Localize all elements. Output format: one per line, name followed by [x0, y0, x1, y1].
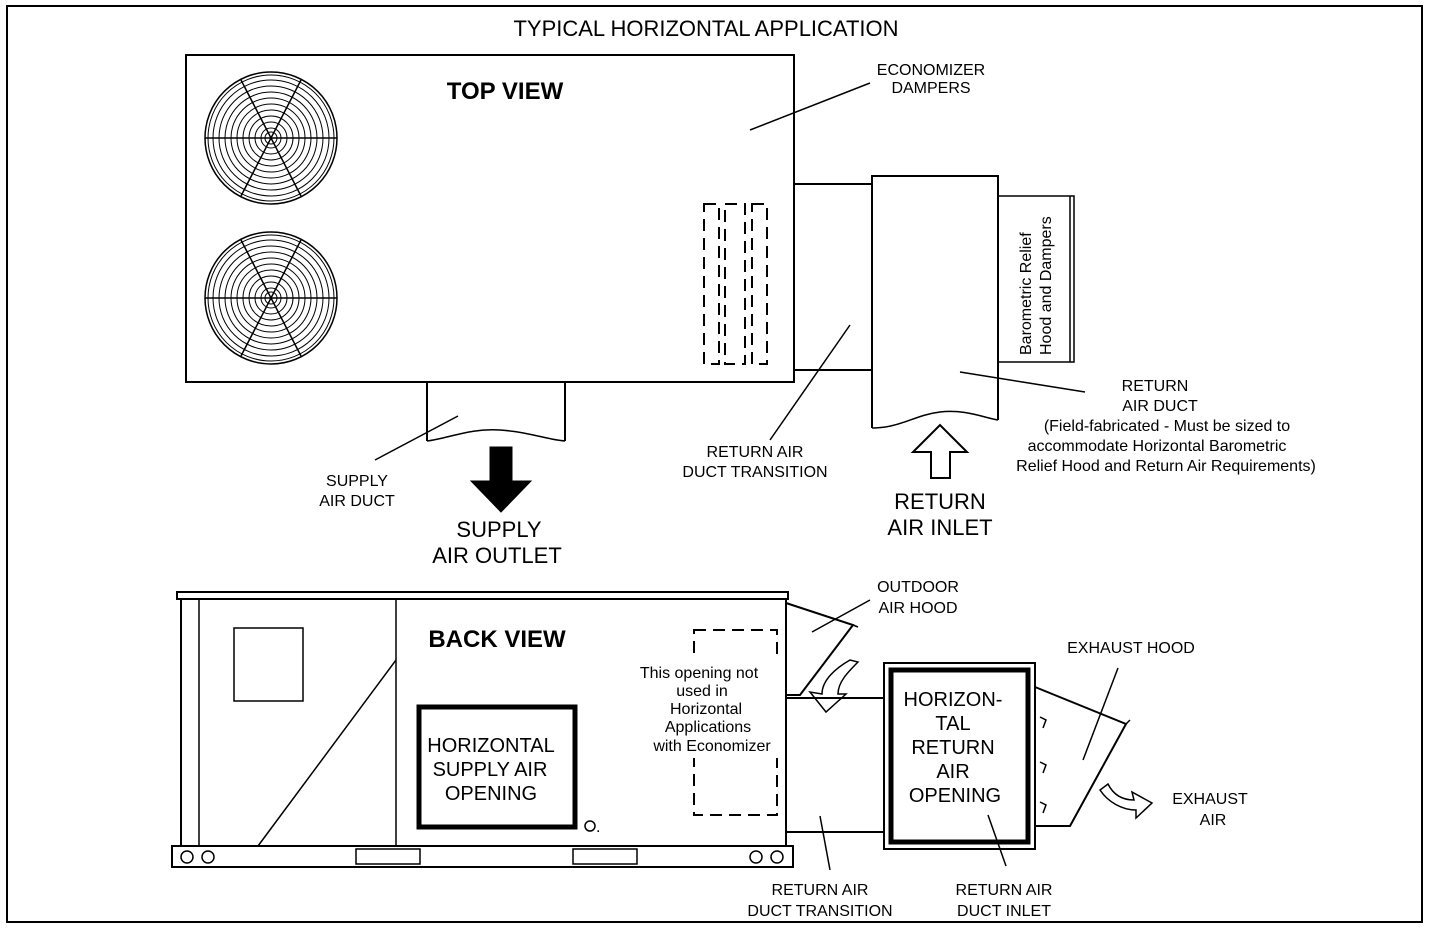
return-inlet-label-1: RETURN — [894, 489, 986, 514]
economizer-label-2: DAMPERS — [891, 80, 970, 97]
outdoor-air-hood — [785, 602, 855, 696]
return-transition-back-label-1: RETURN AIR — [772, 882, 869, 899]
supply-outlet-label-2: AIR OUTLET — [432, 543, 562, 568]
unused-opening-label-3: Horizontal — [670, 701, 742, 718]
horizontal-return-opening — [888, 667, 1031, 845]
unused-opening-label-4: Applications — [665, 719, 751, 736]
return-duct-label-5: Relief Hood and Return Air Requirements) — [1016, 458, 1316, 475]
outdoor-hood-label-2: AIR HOOD — [878, 600, 957, 617]
condenser-fan-bottom-icon — [204, 231, 338, 365]
return-opening-label-1: HORIZON- — [904, 689, 1003, 711]
return-transition-back-label-2: DUCT TRANSITION — [747, 903, 892, 920]
unused-opening-label-2: used in — [676, 683, 728, 700]
return-inlet-arrow-icon — [910, 423, 970, 479]
return-opening-label-2: TAL — [935, 713, 970, 735]
top-view: TOP VIEW ECONOMIZER DAMPERS Barometric R… — [185, 54, 1316, 568]
supply-duct-label-1: SUPPLY — [326, 473, 388, 490]
unused-opening-label-1: This opening not — [640, 665, 759, 682]
barometric-relief-hood — [997, 195, 1075, 363]
back-view-heading: BACK VIEW — [428, 626, 566, 653]
return-duct-label-1: RETURN — [1122, 378, 1189, 395]
outdoor-hood-label-1: OUTDOOR — [877, 579, 959, 596]
outdoor-air-arrow-icon — [808, 659, 860, 714]
diagram-title: TYPICAL HORIZONTAL APPLICATION — [513, 16, 898, 41]
return-opening-label-5: OPENING — [909, 785, 1001, 807]
exhaust-air-label-2: AIR — [1200, 812, 1227, 829]
exhaust-hood — [1034, 686, 1128, 827]
return-inlet-back-label-1: RETURN AIR — [956, 882, 1053, 899]
return-duct-label-4: accommodate Horizontal Barometric — [1028, 438, 1287, 455]
supply-duct-label-2: AIR DUCT — [319, 493, 395, 510]
unused-opening-label-5: with Economizer — [652, 738, 771, 755]
return-opening-frame — [883, 662, 1036, 850]
condenser-fan-top-icon — [204, 71, 338, 205]
return-inlet-back-label-2: DUCT INLET — [957, 903, 1051, 920]
top-view-unit — [185, 54, 795, 383]
return-opening-label-4: AIR — [936, 761, 969, 783]
return-duct-label-3: (Field-fabricated - Must be sized to — [1044, 418, 1290, 435]
relief-hood-label-1: Barometric Relief — [1018, 232, 1035, 355]
relief-hood-label-2: Hood and Dampers — [1038, 216, 1055, 355]
supply-opening-label-3: OPENING — [445, 783, 537, 805]
base-rail — [171, 845, 794, 868]
return-duct-label-2: AIR DUCT — [1122, 398, 1198, 415]
exhaust-air-arrow-icon — [1098, 782, 1154, 820]
frame-border — [6, 5, 1423, 923]
supply-opening-label-2: SUPPLY AIR — [433, 759, 548, 781]
horizontal-supply-opening — [416, 704, 578, 830]
return-opening-label-3: RETURN — [911, 737, 994, 759]
svg-text:.: . — [596, 819, 600, 836]
economizer-label-1: ECONOMIZER — [877, 62, 985, 79]
supply-opening-label-1: HORIZONTAL — [427, 735, 554, 757]
supply-outlet-label-1: SUPPLY — [456, 517, 542, 542]
supply-outlet-arrow-icon — [469, 446, 533, 513]
return-inlet-label-2: AIR INLET — [887, 515, 992, 540]
access-panel — [233, 627, 304, 702]
return-transition-top-label-2: DUCT TRANSITION — [682, 464, 827, 481]
back-view: . BACK VIEW HORIZONTAL SUPPLY AIR OPENIN… — [171, 579, 1248, 920]
exhaust-hood-label: EXHAUST HOOD — [1067, 640, 1195, 657]
return-transition-top-label-1: RETURN AIR — [707, 444, 804, 461]
top-view-heading: TOP VIEW — [447, 78, 564, 105]
economizer-dampers-icon — [703, 203, 768, 365]
exhaust-air-label-1: EXHAUST — [1172, 791, 1248, 808]
return-air-duct-top — [871, 175, 999, 428]
